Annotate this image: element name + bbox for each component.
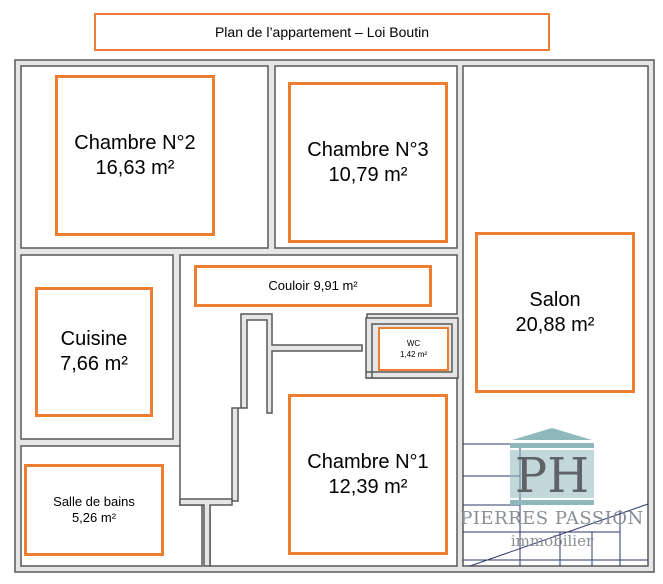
staircase bbox=[463, 443, 649, 567]
room-area: 12,39 m² bbox=[328, 475, 408, 498]
room-name: Salon bbox=[529, 288, 581, 311]
label-chambre2: Chambre N°2 16,63 m² bbox=[55, 75, 215, 236]
plan-title: Plan de l’appartement – Loi Boutin bbox=[94, 13, 550, 51]
room-name: Chambre N°3 bbox=[307, 138, 429, 161]
house-icon: PH bbox=[510, 428, 594, 505]
room-area: 10,79 m² bbox=[328, 163, 408, 186]
room-area: 9,91 m² bbox=[313, 277, 358, 293]
logo-sub: immobilier bbox=[510, 532, 594, 550]
label-wc: WC 1,42 m² bbox=[378, 327, 449, 371]
wc-wall bbox=[365, 317, 459, 379]
label-chambre1: Chambre N°1 12,39 m² bbox=[288, 394, 448, 555]
logo-brand: PIERRES PASSION bbox=[460, 508, 644, 529]
room-name: Chambre N°2 bbox=[74, 131, 196, 154]
room-name: Chambre N°1 bbox=[307, 450, 429, 473]
label-salle-de-bains: Salle de bains 5,26 m² bbox=[24, 464, 164, 556]
room-area: 7,66 m² bbox=[60, 353, 128, 375]
room-area: 5,26 m² bbox=[71, 510, 117, 525]
label-cuisine: Cuisine 7,66 m² bbox=[35, 287, 153, 417]
logo-monogram: PH bbox=[515, 448, 589, 504]
label-couloir: Couloir 9,91 m² bbox=[194, 265, 432, 307]
room-area: 20,88 m² bbox=[515, 313, 595, 336]
agency-logo: PH PIERRES PASSION immobilier bbox=[452, 426, 652, 556]
room-name: Couloir bbox=[268, 277, 310, 293]
corridor-wall bbox=[231, 313, 363, 502]
label-chambre3: Chambre N°3 10,79 m² bbox=[288, 82, 448, 243]
bathroom-wall bbox=[179, 498, 233, 567]
room-name: Cuisine bbox=[60, 328, 128, 350]
room-area: 1,42 m² bbox=[399, 350, 428, 359]
room-name: WC bbox=[406, 338, 421, 348]
room-area: 16,63 m² bbox=[95, 156, 175, 179]
label-salon: Salon 20,88 m² bbox=[475, 232, 635, 393]
room-name: Salle de bains bbox=[53, 493, 135, 509]
